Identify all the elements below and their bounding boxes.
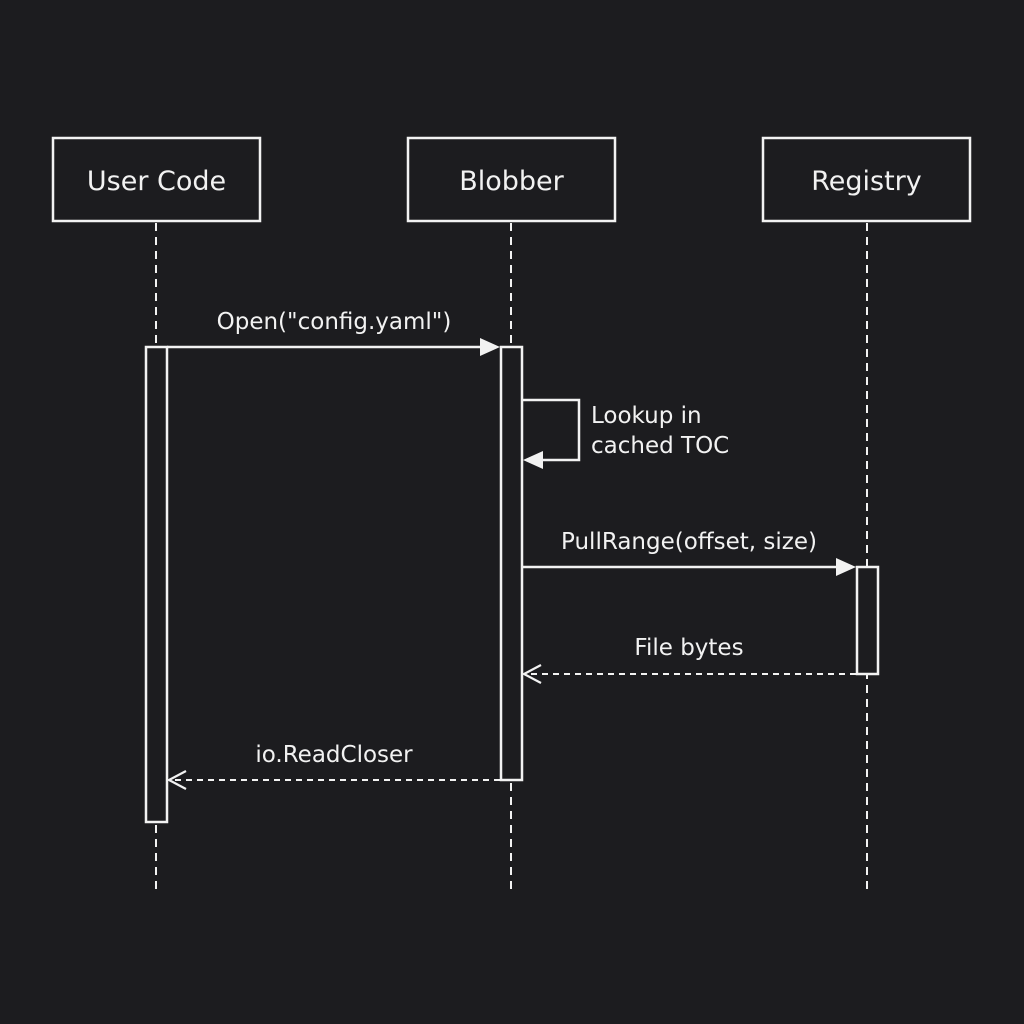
activation-bar-registry bbox=[855, 565, 880, 676]
arrowhead-lookup bbox=[523, 451, 543, 469]
activation-bar-user-code bbox=[144, 345, 169, 824]
message-read-closer: io.ReadCloser bbox=[166, 742, 500, 790]
arrowhead-read-closer bbox=[166, 770, 187, 790]
message-label-lookup-line1: Lookup in bbox=[591, 403, 702, 429]
message-pull-range: PullRange(offset, size) bbox=[522, 529, 856, 576]
arrowhead-file-bytes bbox=[521, 664, 542, 684]
message-label-lookup-line2: cached TOC bbox=[591, 433, 729, 459]
message-line-lookup bbox=[522, 398, 581, 462]
message-lookup: Lookup in cached TOC bbox=[522, 398, 729, 469]
participant-box-user-code bbox=[51, 136, 262, 223]
participant-label-registry: Registry bbox=[811, 166, 922, 197]
participant-box-registry bbox=[761, 136, 972, 223]
message-label-open: Open("config.yaml") bbox=[217, 309, 452, 335]
participant-box-blobber bbox=[406, 136, 617, 223]
arrowhead-pull-range bbox=[836, 558, 856, 576]
message-label-file-bytes: File bytes bbox=[634, 635, 743, 661]
participant-label-blobber: Blobber bbox=[459, 166, 564, 197]
arrowhead-open bbox=[480, 338, 500, 356]
message-label-pull-range: PullRange(offset, size) bbox=[561, 529, 817, 555]
participant-label-user-code: User Code bbox=[87, 166, 226, 197]
activation-bar-blobber bbox=[499, 345, 524, 782]
participant-blobber: Blobber bbox=[406, 136, 617, 223]
message-label-read-closer: io.ReadCloser bbox=[255, 742, 413, 768]
message-open: Open("config.yaml") bbox=[167, 309, 500, 356]
participant-user-code: User Code bbox=[51, 136, 262, 223]
message-file-bytes: File bytes bbox=[521, 635, 856, 684]
participant-registry: Registry bbox=[761, 136, 972, 223]
